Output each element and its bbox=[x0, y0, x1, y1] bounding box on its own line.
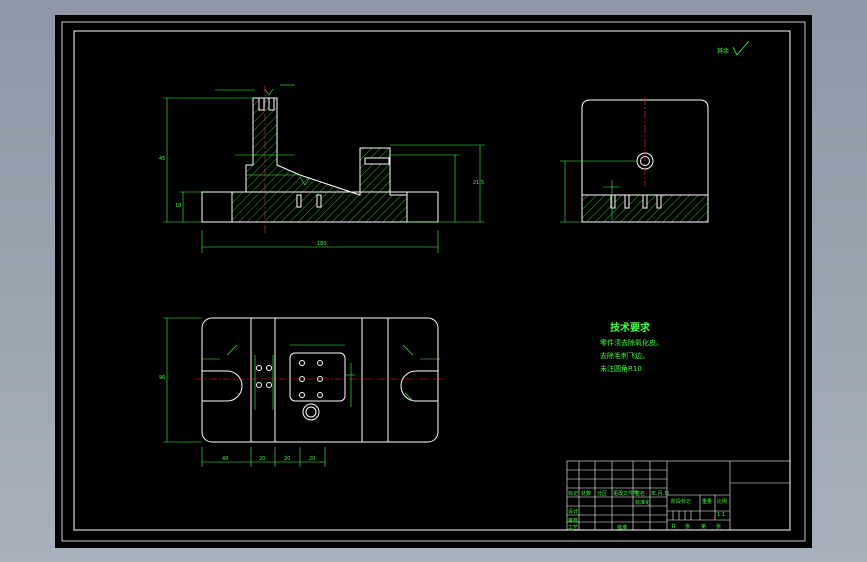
title-block-grid bbox=[566, 460, 791, 531]
tb-label-mark: 标记 bbox=[568, 491, 579, 497]
tb-label-date: 年.月.日 bbox=[651, 491, 670, 497]
dim-plan-width: 96 bbox=[159, 375, 166, 381]
inner-border bbox=[73, 30, 791, 531]
drawing-sheet: 技术要求 零件须去除氧化皮。 去除毛刺飞边。 未注圆角R10 其余 180 45… bbox=[55, 15, 812, 548]
tb-label-design: 设计 bbox=[568, 509, 579, 515]
tb-label-approve: 批准 bbox=[617, 525, 628, 531]
dim-plan-d2: 20 bbox=[259, 456, 266, 462]
tb-label-no: 第 bbox=[701, 524, 707, 530]
cad-drawing bbox=[61, 21, 806, 542]
tb-label-change-doc: 更改文件号 bbox=[613, 491, 639, 497]
plan-dimensions bbox=[163, 317, 440, 467]
tb-label-total: 共 bbox=[671, 524, 677, 530]
front-dimensions bbox=[163, 84, 485, 253]
side-dimensions bbox=[560, 160, 637, 223]
outer-border bbox=[61, 21, 806, 542]
plan-view bbox=[201, 317, 439, 443]
dim-plan-d3: 20 bbox=[284, 456, 291, 462]
tb-label-count: 处数 bbox=[581, 491, 592, 497]
tb-scale-value: 1:1 bbox=[717, 512, 726, 518]
tb-label-process: 工艺 bbox=[568, 525, 579, 531]
dim-base-height: 18 bbox=[175, 203, 182, 209]
tb-label-zone: 分区 bbox=[597, 491, 608, 497]
tb-label-weight: 重量 bbox=[702, 499, 713, 505]
tb-label-standard: 标准化 bbox=[635, 500, 651, 506]
tb-label-sheets-a: 张 bbox=[685, 524, 691, 530]
front-section-hatch bbox=[231, 97, 408, 223]
roughness-note: 其余 bbox=[717, 48, 730, 55]
front-view bbox=[201, 97, 439, 223]
roughness-symbol bbox=[732, 40, 750, 56]
dim-right-height: 21.5 bbox=[473, 180, 485, 186]
plan-hole bbox=[302, 403, 320, 421]
dim-plan-d4: 20 bbox=[309, 456, 316, 462]
dim-front-height: 45 bbox=[159, 156, 166, 162]
dim-front-total-length: 180 bbox=[317, 241, 327, 247]
tb-label-sheets-b: 张 bbox=[716, 524, 722, 530]
tb-label-review: 审核 bbox=[568, 518, 579, 524]
tech-req-item-3: 未注圆角R10 bbox=[600, 365, 642, 373]
tech-req-item-1: 零件须去除氧化皮。 bbox=[600, 339, 663, 347]
tech-req-title: 技术要求 bbox=[610, 323, 650, 334]
dim-plan-d1: 49 bbox=[222, 456, 229, 462]
tech-req-item-2: 去除毛刺飞边。 bbox=[600, 352, 649, 360]
tb-label-sign: 签名 bbox=[635, 491, 646, 497]
tb-label-scale: 比例 bbox=[717, 499, 728, 505]
tb-label-stage: 阶段标记 bbox=[671, 499, 692, 505]
side-view bbox=[581, 99, 709, 223]
